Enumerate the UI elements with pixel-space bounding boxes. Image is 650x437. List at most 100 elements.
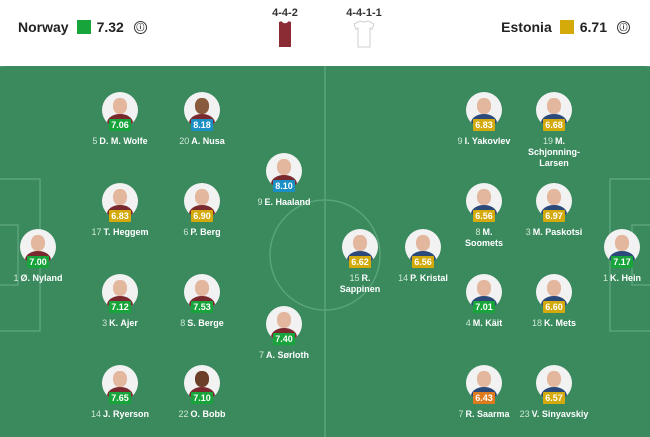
player-name: M. Soomets <box>464 227 503 248</box>
player-rating: 6.97 <box>543 210 565 222</box>
player-name: R. Sappinen <box>339 273 381 294</box>
player-rating: 6.90 <box>191 210 213 222</box>
player-number: 19 <box>542 136 553 146</box>
player-name: A. Sørloth <box>266 350 309 360</box>
player-name: I. Yakovlev <box>464 136 511 146</box>
player-rating: 7.65 <box>109 392 131 404</box>
player-rating: 7.01 <box>473 301 495 313</box>
player-name: Ø. Nyland <box>20 273 63 283</box>
player-number: 1 <box>602 273 608 283</box>
player-number: 7 <box>458 409 464 419</box>
player-name: P. Berg <box>190 227 221 237</box>
player-name: S. Berge <box>187 318 224 328</box>
player-rating: 6.83 <box>473 119 495 131</box>
home-formation: 4-4-2 <box>272 7 298 19</box>
player-name: R. Saarma <box>465 409 510 419</box>
player-rating: 6.57 <box>543 392 565 404</box>
home-team-summary[interactable]: Norway 7.32 ⓘ <box>18 19 147 35</box>
player-rating: 6.83 <box>109 210 131 222</box>
player-name: M. Käit <box>472 318 503 328</box>
away-formation: 4-4-1-1 <box>346 7 382 19</box>
player-number: 17 <box>91 227 102 237</box>
player-rating: 8.18 <box>191 119 213 131</box>
player-rating: 8.10 <box>273 180 295 192</box>
player-number: 7 <box>258 350 264 360</box>
player-number: 9 <box>257 197 263 207</box>
home-team-rating: 7.32 <box>96 19 124 35</box>
away-team-rating: 6.71 <box>579 19 607 35</box>
away-jersey-icon <box>353 20 375 48</box>
player-rating: 6.43 <box>473 392 495 404</box>
player-name: M. Paskotsi <box>532 227 583 237</box>
player-name: K. Hein <box>610 273 642 283</box>
player-rating: 7.12 <box>109 301 131 313</box>
player-number: 6 <box>183 227 189 237</box>
player-rating: 6.68 <box>543 119 565 131</box>
player-number: 5 <box>92 136 98 146</box>
player-name: A. Nusa <box>191 136 225 146</box>
player-rating: 6.56 <box>473 210 495 222</box>
player-rating: 7.10 <box>191 392 213 404</box>
player-number: 14 <box>398 273 409 283</box>
player-name: P. Kristal <box>410 273 448 283</box>
home-jersey-icon <box>279 20 291 47</box>
player-rating: 7.53 <box>191 301 213 313</box>
info-icon[interactable]: ⓘ <box>133 20 147 34</box>
home-team-name: Norway <box>18 19 69 35</box>
player-rating: 6.62 <box>349 256 371 268</box>
away-team-summary[interactable]: Estonia 6.71 ⓘ <box>501 19 630 35</box>
player-name: K. Ajer <box>109 318 138 328</box>
player-number: 4 <box>465 318 471 328</box>
player-number: 8 <box>475 227 481 237</box>
info-icon[interactable]: ⓘ <box>617 20 630 34</box>
player-name: D. M. Wolfe <box>99 136 148 146</box>
player-number: 14 <box>90 409 101 419</box>
player-name: K. Mets <box>544 318 577 328</box>
player-rating: 6.56 <box>412 256 434 268</box>
player-name: V. Sinyavskiy <box>531 409 589 419</box>
player-number: 22 <box>178 409 189 419</box>
player-number: 9 <box>457 136 463 146</box>
lineup-header: Norway 7.32 ⓘ 4-4-2 4-4-1-1 Estonia 6.71… <box>0 0 650 66</box>
player-number: 8 <box>180 318 186 328</box>
player-name: E. Haaland <box>264 197 311 207</box>
